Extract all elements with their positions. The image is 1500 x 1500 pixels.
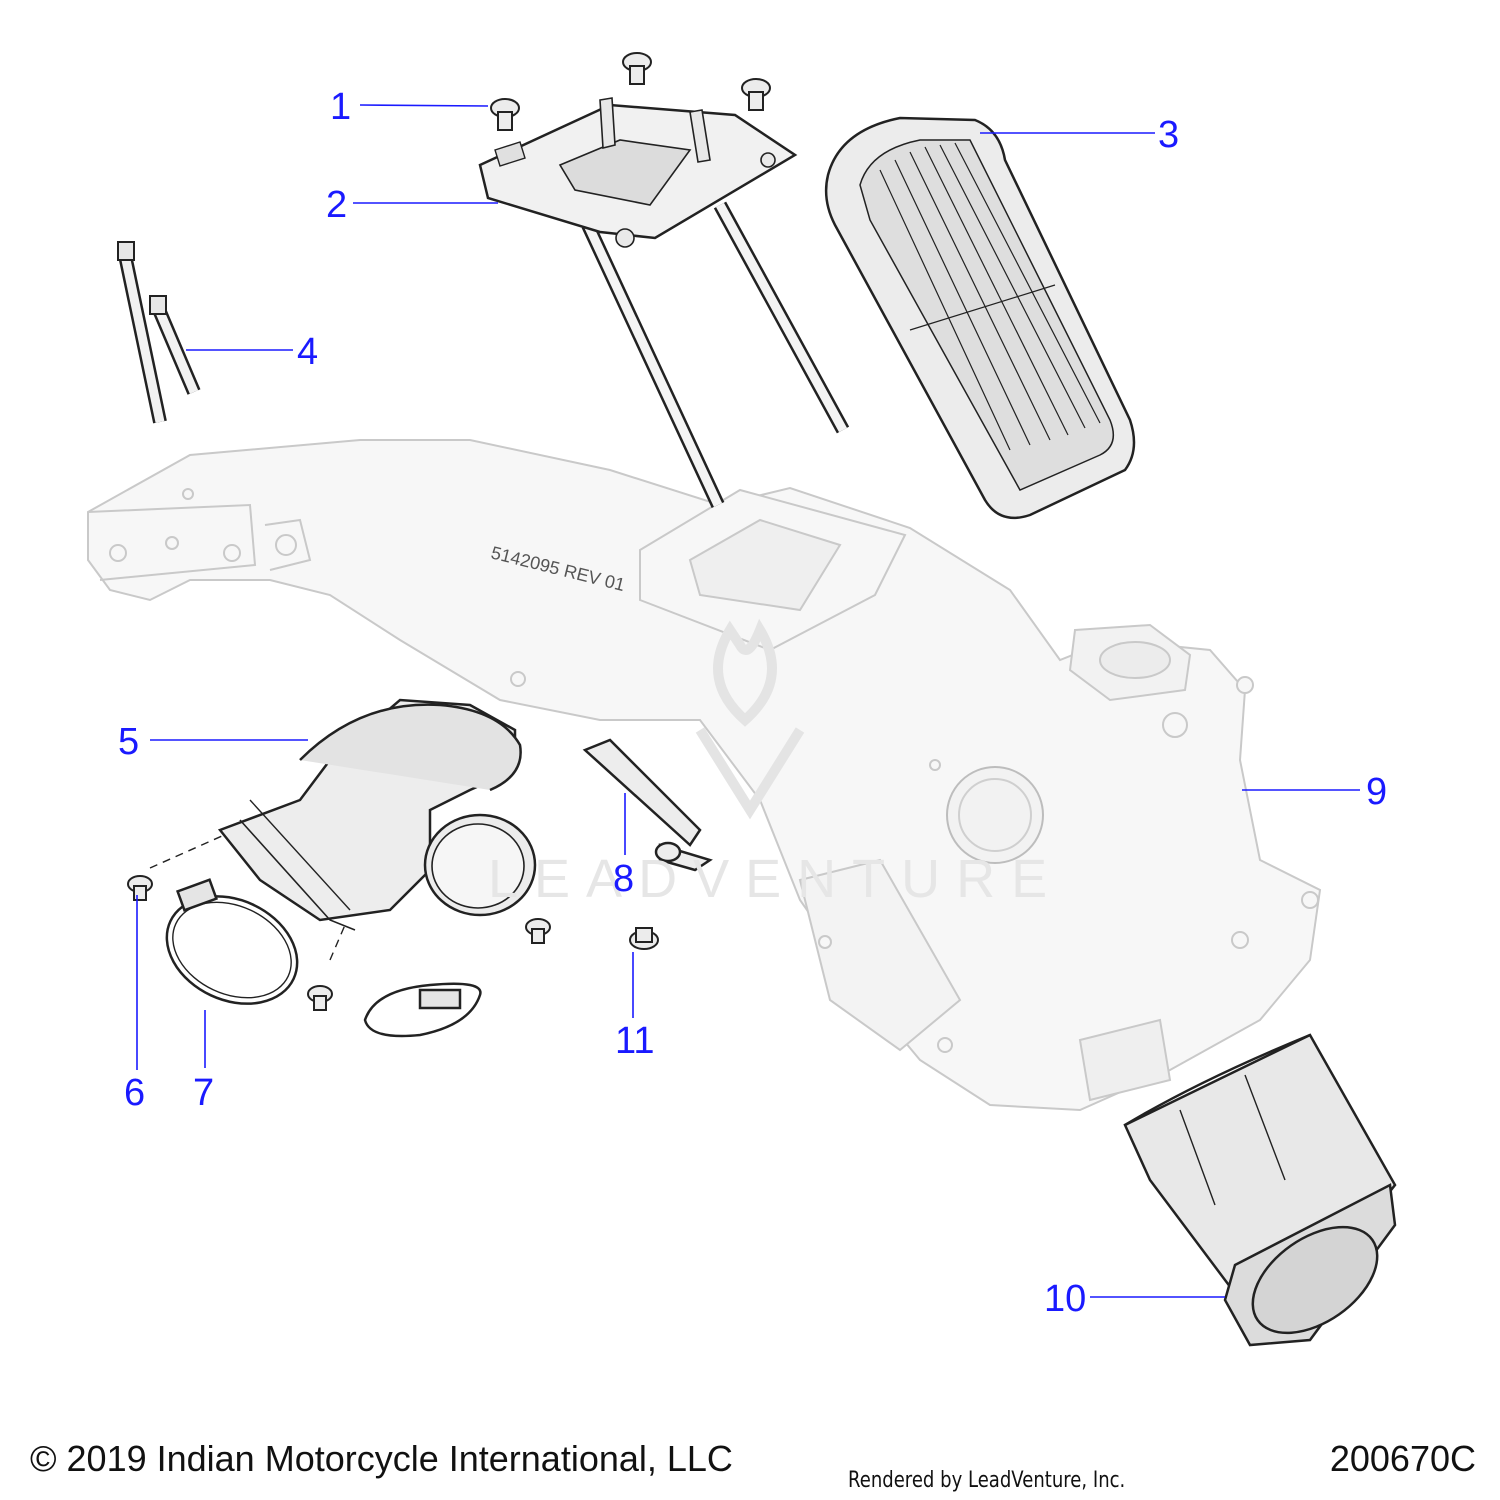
part-2-bracket — [478, 97, 850, 508]
part-8-clip — [582, 738, 713, 872]
part-1-screws — [490, 52, 771, 131]
callout-8: 8 — [613, 858, 635, 900]
callout-7: 7 — [193, 1072, 215, 1114]
watermark-text: LEADVENTURE — [488, 849, 1064, 909]
callout-6: 6 — [124, 1072, 146, 1114]
diagram-number: 200670C — [1329, 1438, 1476, 1479]
part-11-screw — [629, 927, 659, 950]
part-6-screws — [127, 875, 551, 1011]
callout-10: 10 — [1044, 1278, 1087, 1320]
leadventure-watermark-logo — [695, 618, 805, 820]
part-7-clamps — [165, 878, 482, 1038]
callout-9: 9 — [1366, 771, 1388, 813]
callout-3: 3 — [1158, 114, 1180, 156]
dashed-guide-lines — [149, 835, 346, 961]
part-9-frame — [87, 439, 1322, 1112]
callout-1: 1 — [330, 86, 352, 128]
copyright-text: © 2019 Indian Motorcycle International, … — [30, 1438, 733, 1479]
leader-lines — [136, 104, 1360, 1298]
part-4-bolts — [117, 241, 201, 424]
callout-5: 5 — [118, 721, 140, 763]
part-5-intake-elbow — [217, 698, 537, 931]
callout-11: 11 — [615, 1020, 655, 1062]
callout-2: 2 — [326, 184, 348, 226]
rendered-by-text: Rendered by LeadVenture, Inc. — [848, 1468, 1126, 1493]
part-10-trumpet — [1123, 1033, 1397, 1347]
callout-4: 4 — [297, 331, 319, 373]
part-3-air-filter — [824, 116, 1136, 520]
